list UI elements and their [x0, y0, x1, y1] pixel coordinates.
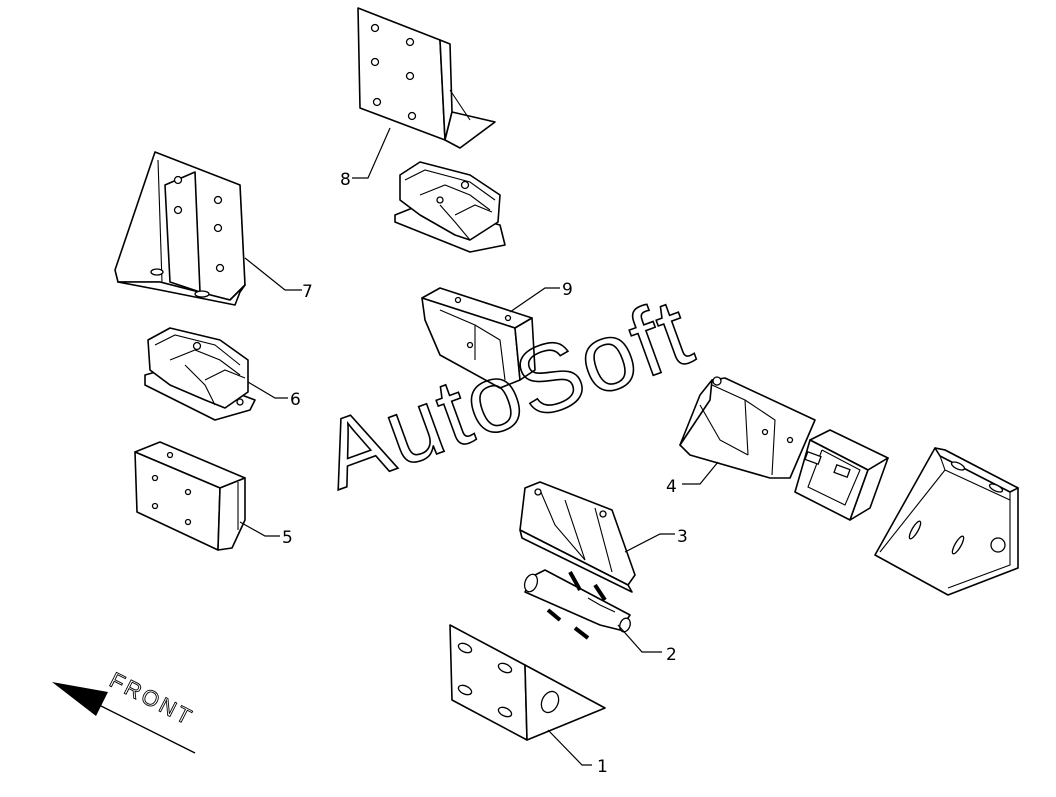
callout-6: 6 [290, 390, 301, 410]
part-8-bracket [357, 7, 496, 149]
part-8-mount [394, 161, 506, 253]
part-7-gusset-bracket [114, 151, 246, 306]
front-label: FRONT [106, 667, 198, 730]
part-9-channel-bracket [421, 287, 536, 389]
leader-lines [239, 127, 719, 766]
part-5-box-bracket [134, 441, 246, 551]
part-6-mount [144, 327, 256, 421]
corner-bracket-right [874, 447, 1019, 596]
callout-2: 2 [666, 645, 677, 665]
callout-5: 5 [282, 528, 293, 548]
callout-4: 4 [666, 477, 677, 497]
front-direction-indicator: FRONT [52, 667, 198, 754]
part-4-gusset-arm [679, 376, 816, 479]
callout-7: 7 [302, 282, 313, 302]
part-2-shaft-assembly [523, 569, 631, 640]
part-3-bracket [519, 481, 636, 593]
callout-9: 9 [562, 280, 573, 300]
front-arrow-icon [52, 682, 108, 716]
callout-1: 1 [597, 757, 608, 777]
callout-3: 3 [677, 527, 688, 547]
callout-8: 8 [340, 170, 351, 190]
part-4-mount-pad [794, 429, 889, 521]
part-1-angle-bracket [449, 624, 606, 741]
